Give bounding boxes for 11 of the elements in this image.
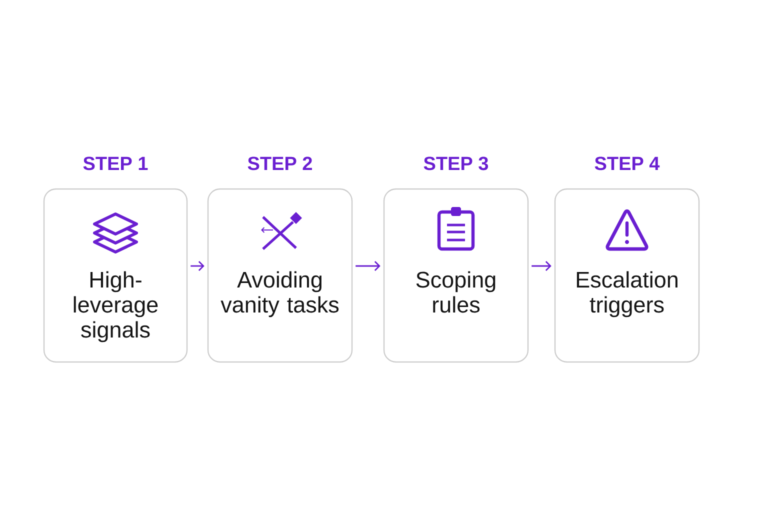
step-label: STEP 3 bbox=[424, 156, 488, 170]
step-label: STEP 2 bbox=[248, 156, 312, 170]
arrow bbox=[190, 261, 204, 271]
arrow bbox=[532, 261, 552, 271]
step-box: Avoiding vanity tasks bbox=[207, 188, 353, 363]
step-label: STEP 1 bbox=[83, 156, 148, 170]
step-box: Escalation triggers bbox=[554, 188, 700, 363]
step-box: Scoping rules bbox=[383, 188, 529, 363]
step-box: High-leverage signals bbox=[43, 188, 188, 363]
arrow bbox=[356, 261, 380, 271]
step-label: STEP 4 bbox=[594, 156, 660, 170]
